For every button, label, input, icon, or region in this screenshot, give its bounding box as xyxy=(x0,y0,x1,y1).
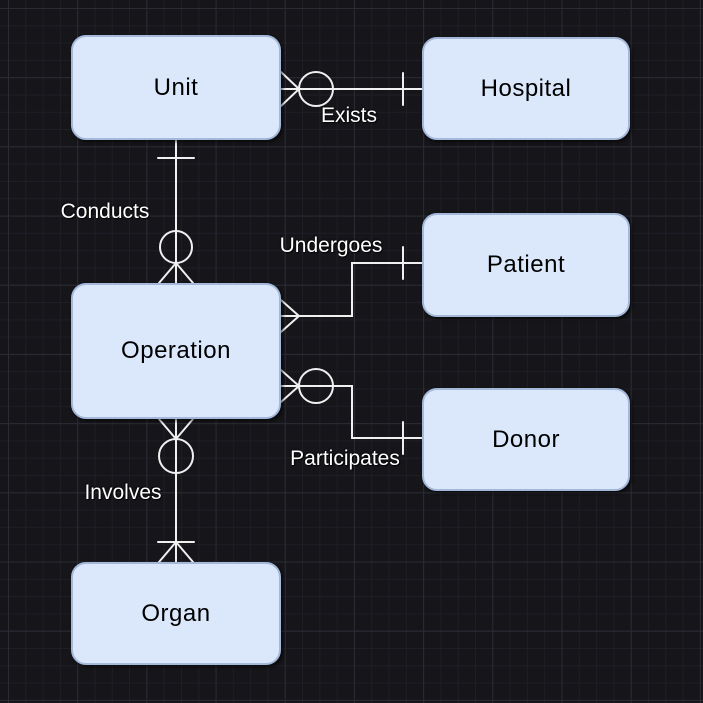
relationship-label-participates: Participates xyxy=(290,447,400,470)
entity-label: Hospital xyxy=(480,74,572,102)
crows-foot-many-icon xyxy=(280,299,301,333)
crows-foot-many-icon xyxy=(158,261,194,284)
connector-line xyxy=(280,262,423,317)
connector-exists[interactable] xyxy=(280,71,423,107)
connector-participates[interactable] xyxy=(280,368,423,455)
entity-organ[interactable]: Organ xyxy=(71,562,281,665)
relationship-label-undergoes: Undergoes xyxy=(279,234,383,257)
crows-foot-many-icon xyxy=(158,540,194,563)
zero-cardinality-icon xyxy=(158,438,194,474)
entity-patient[interactable]: Patient xyxy=(422,213,630,317)
connector-conducts[interactable] xyxy=(157,139,195,284)
entity-label: Operation xyxy=(121,337,231,364)
entity-label: Patient xyxy=(486,251,566,278)
entity-label: Donor xyxy=(492,425,560,453)
relationship-label-conducts: Conducts xyxy=(60,200,150,223)
relationship-label-involves: Involves xyxy=(84,481,162,504)
relationship-label-exists: Exists xyxy=(320,104,378,127)
zero-cardinality-icon xyxy=(298,71,334,107)
entity-label: Organ xyxy=(141,599,211,627)
entity-hospital[interactable]: Hospital xyxy=(422,37,630,140)
entity-unit[interactable]: Unit xyxy=(71,35,281,140)
entity-donor[interactable]: Donor xyxy=(422,388,630,491)
entity-label: Unit xyxy=(153,73,199,101)
connector-line xyxy=(280,385,423,439)
connector-involves[interactable] xyxy=(157,418,195,563)
entity-operation[interactable]: Operation xyxy=(71,283,281,419)
connector-undergoes[interactable] xyxy=(280,246,423,333)
zero-cardinality-icon xyxy=(298,368,334,404)
